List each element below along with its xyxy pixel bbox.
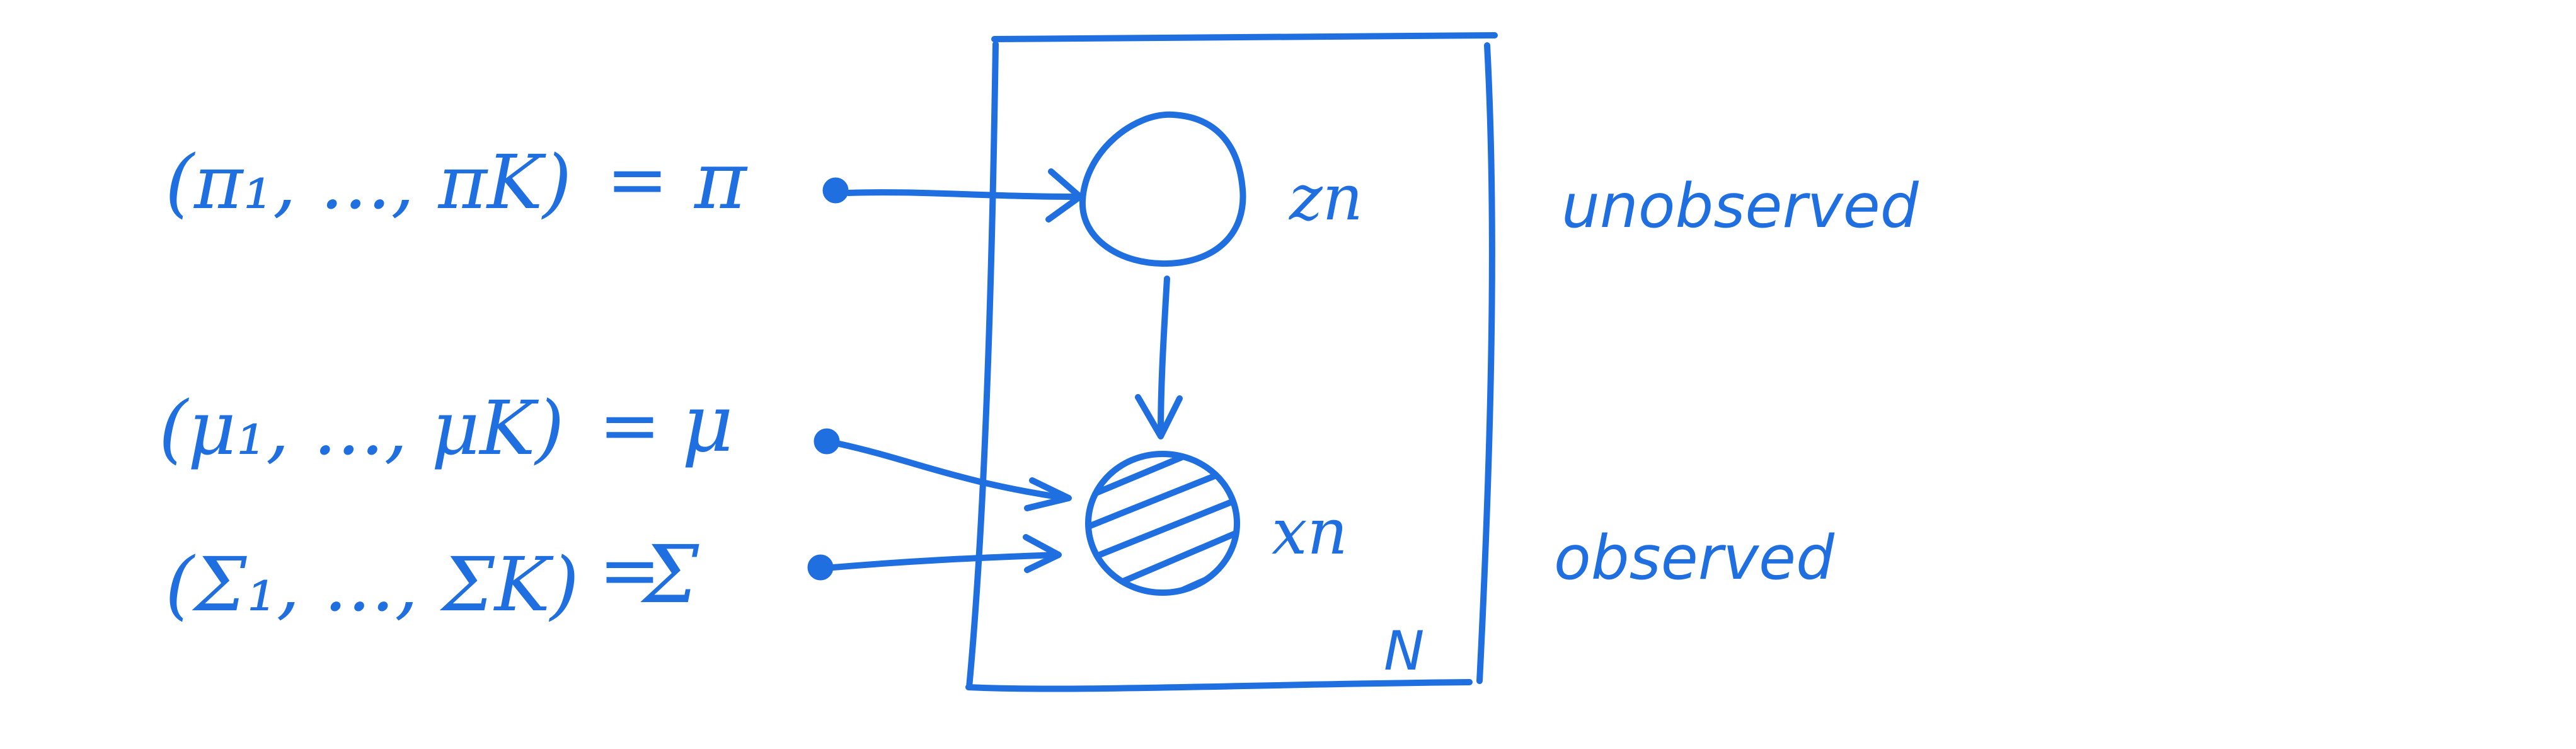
annotation-unobserved: unobserved [1561, 171, 1919, 241]
param-pi-dot [822, 177, 849, 204]
param-pi-symbol: π [693, 134, 748, 227]
edge-sigma-to-x [830, 552, 1061, 571]
edge-mu-to-x-arrowhead [1024, 477, 1072, 511]
node-z-label: zn [1289, 161, 1363, 235]
node-z-circle [1079, 111, 1246, 267]
param-sigma-symbol: Σ [640, 528, 699, 621]
edge-z-to-x-arrowhead [1135, 394, 1183, 439]
param-pi-vector: (π₁, ..., πK) [165, 139, 572, 226]
param-mu-vector: (μ₁, ..., μK) [159, 385, 564, 472]
plate-label: N [1384, 620, 1424, 683]
edge-sigma-to-x-arrowhead [1023, 534, 1062, 573]
param-pi-equals: = [606, 136, 669, 223]
edge-pi-to-z [845, 189, 1082, 200]
annotation-observed: observed [1554, 523, 1835, 593]
node-x-label: xn [1272, 495, 1348, 569]
param-sigma-vector: (Σ₁, ..., ΣK) [165, 541, 579, 628]
param-sigma-equals: = [599, 526, 661, 613]
param-mu-dot [814, 428, 840, 455]
node-x-hatching [1088, 454, 1237, 593]
plate-rectangle [965, 32, 1498, 692]
edge-z-to-x [1158, 276, 1170, 438]
edge-mu-to-x [836, 441, 1069, 501]
param-mu-equals: = [599, 381, 661, 468]
edge-pi-to-z-arrowhead [1045, 168, 1083, 223]
param-mu-symbol: μ [682, 377, 733, 470]
param-sigma-dot [807, 554, 834, 581]
